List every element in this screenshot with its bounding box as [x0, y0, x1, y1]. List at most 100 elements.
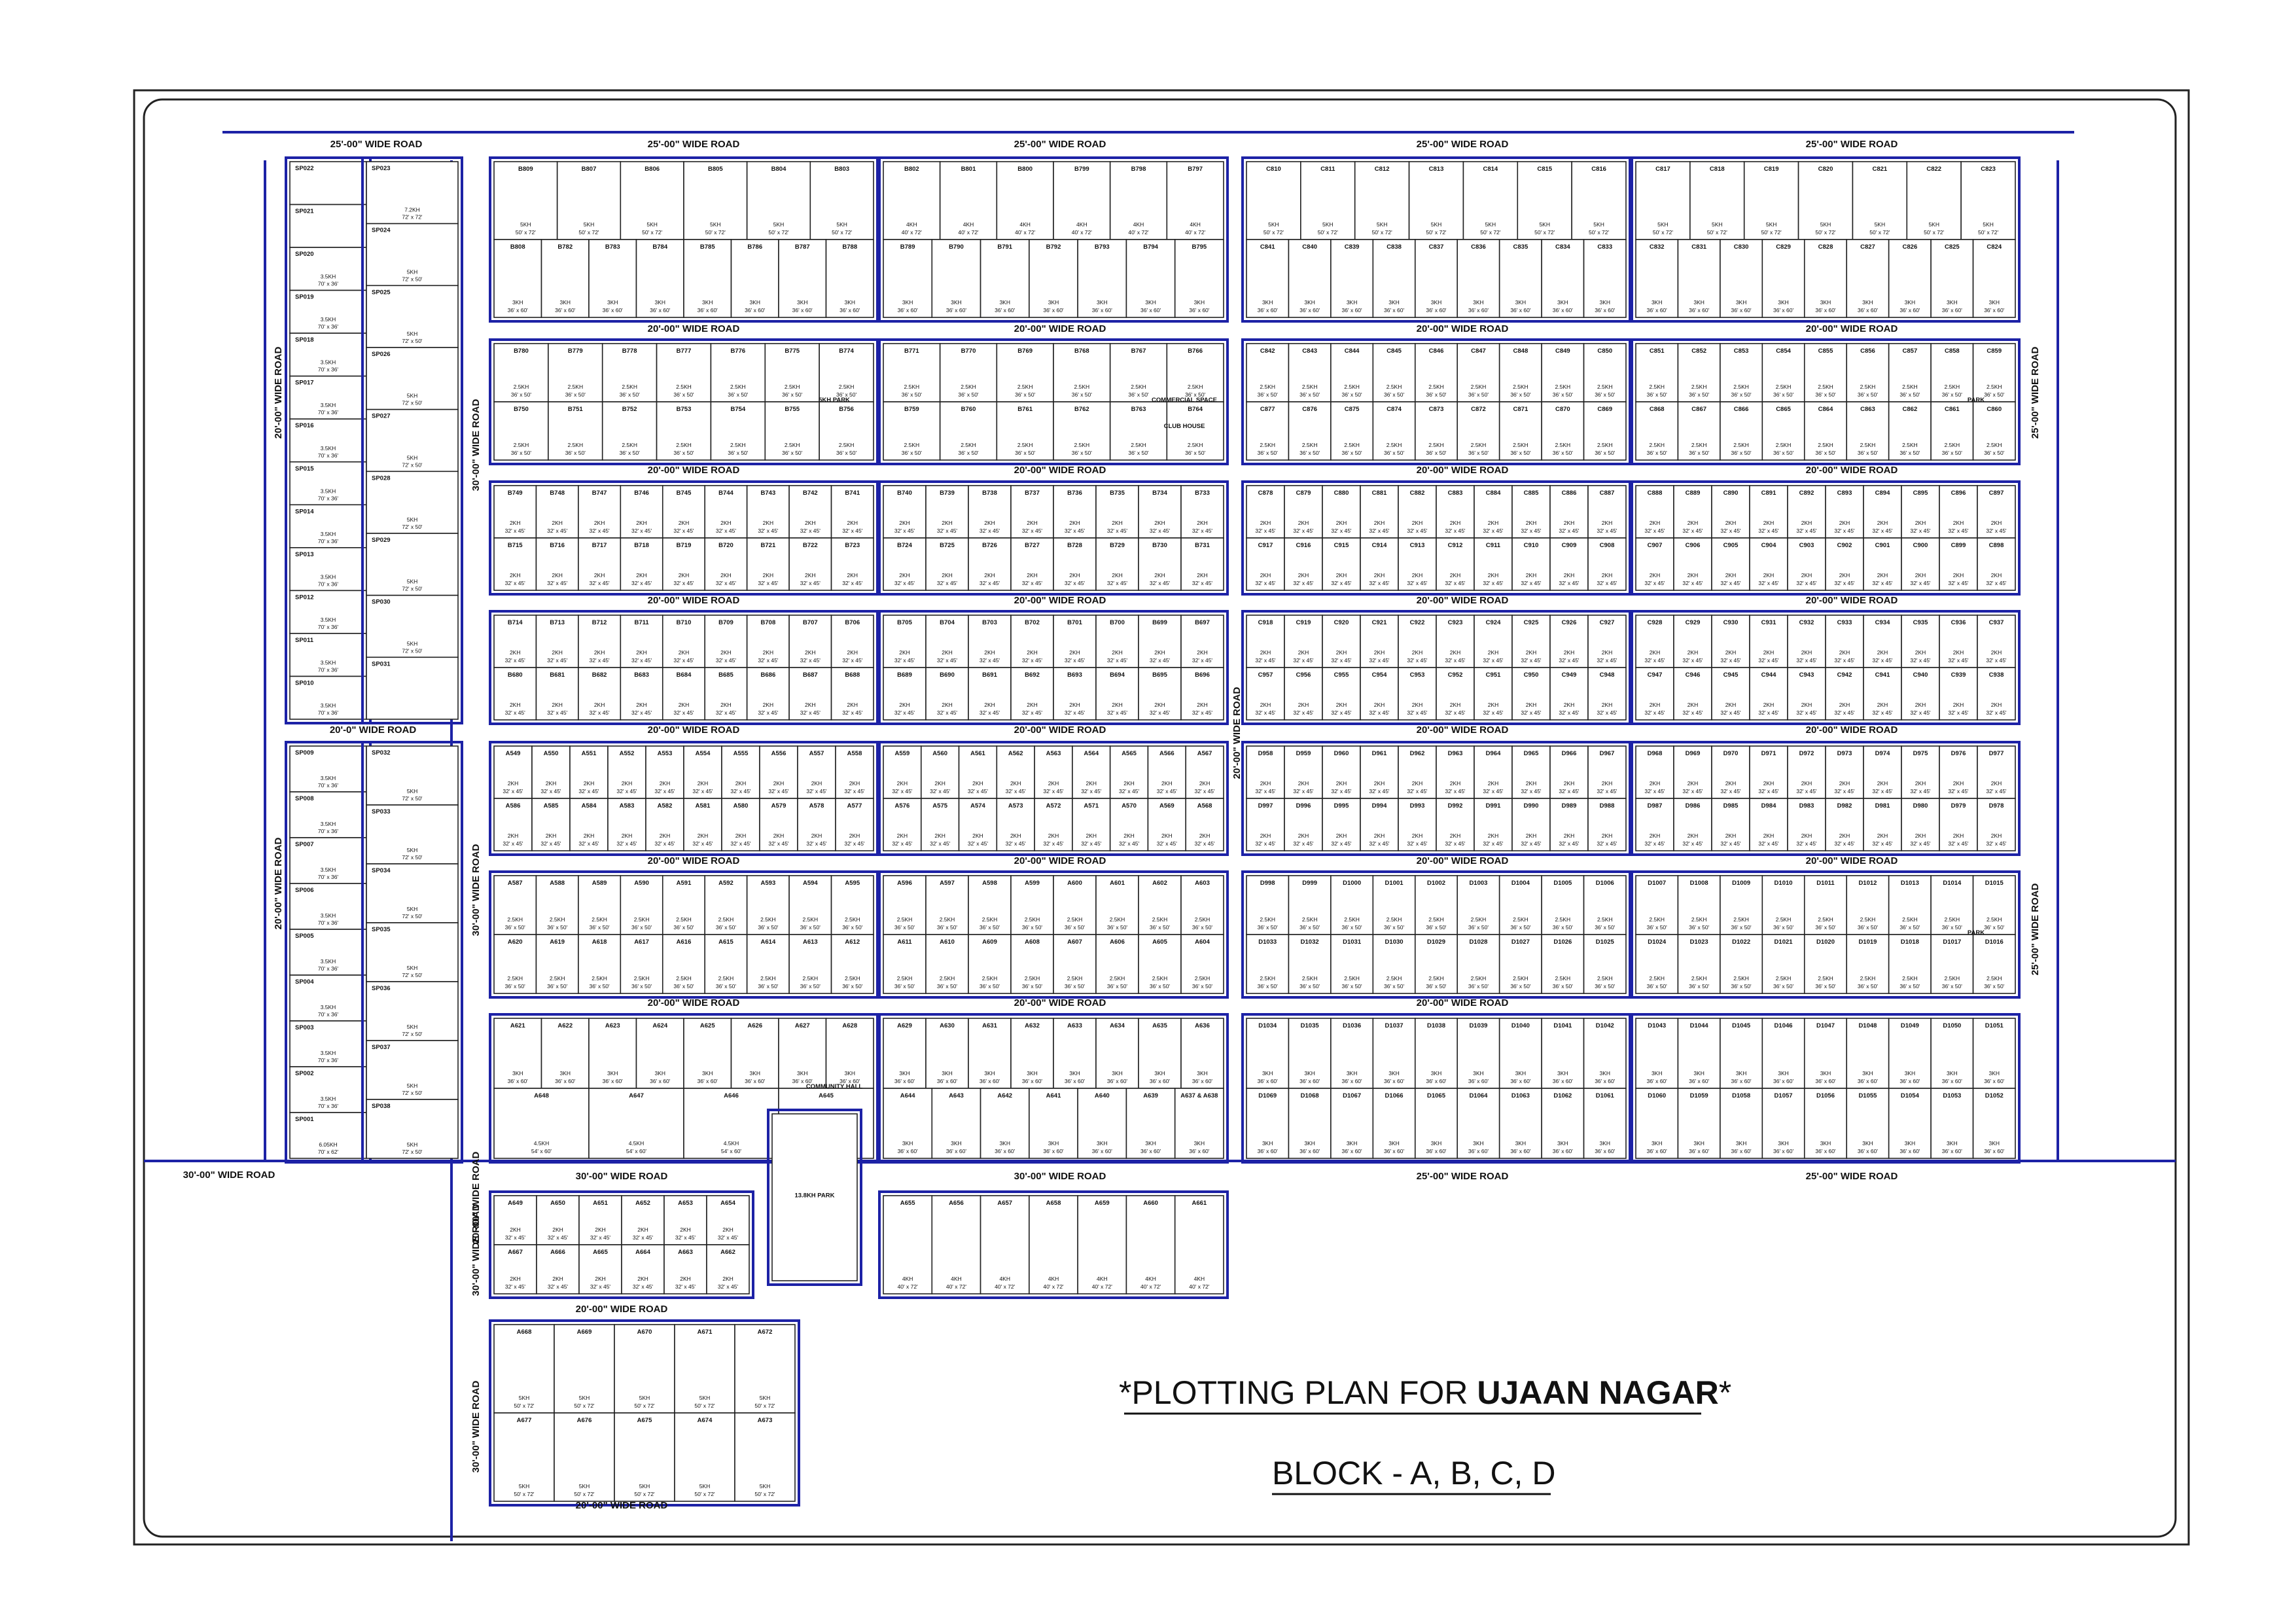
plot-dimension: 36' x 60' [1258, 1148, 1279, 1154]
plot-id: SP033 [372, 808, 391, 815]
plot-cell [1541, 934, 1585, 994]
plot-size: 2KH [1112, 649, 1123, 656]
plot-cell [1322, 745, 1361, 799]
plot-size: 3KH [1388, 1140, 1400, 1147]
plot-size: 2.5KH [1195, 975, 1210, 982]
plot-id: D1066 [1385, 1092, 1404, 1099]
plot-dimension: 40' x 72' [1015, 229, 1036, 236]
plot-size: 2KH [1839, 572, 1850, 579]
plot-id: B749 [508, 490, 523, 497]
plot-id: D990 [1524, 802, 1539, 810]
plot-size: 2KH [811, 832, 822, 839]
plot-id: A665 [593, 1249, 608, 1256]
plot-dimension: 32' x 45' [1682, 527, 1703, 534]
plot-size: 2KH [1953, 649, 1964, 656]
plot-size: 4KH [902, 1275, 913, 1282]
plot-size: 2KH [934, 832, 945, 839]
plot-size: 3KH [1600, 1070, 1611, 1077]
plot-id: D1008 [1690, 880, 1708, 887]
plot-cell [1863, 615, 1902, 668]
plot-cell [607, 745, 646, 799]
plot-id: B807 [582, 166, 597, 173]
plot-dimension: 32' x 45' [1682, 709, 1703, 716]
plot-size: 5KH [407, 906, 418, 912]
plot-id: C859 [1987, 348, 2002, 355]
plot-size: 2.5KH [514, 383, 529, 390]
plot-dimension: 36' x 60' [698, 307, 718, 313]
plot-dimension: 32' x 45' [1192, 527, 1213, 534]
plot-size: 2KH [1602, 780, 1613, 787]
plot-cell [1541, 239, 1585, 318]
plot-dimension: 32' x 45' [842, 709, 863, 716]
plot-size: 3KH [942, 1070, 953, 1077]
plot-id: C825 [1945, 243, 1960, 251]
road-label: 20'-00" WIDE ROAD [648, 724, 740, 736]
plot-size: 2KH [722, 1275, 733, 1282]
plot-size: 2KH [1526, 832, 1537, 839]
plot-cell [1888, 875, 1932, 935]
road-label: 20'-00" WIDE ROAD [576, 1500, 668, 1511]
plot-cell [1322, 667, 1361, 721]
block-border [489, 1319, 800, 1507]
plot-id: B809 [518, 166, 533, 173]
plot-size: 2.5KH [1513, 975, 1528, 982]
plot-dimension: 32' x 45' [718, 1283, 739, 1290]
plot-cell [540, 239, 590, 318]
plot-cell [493, 1088, 590, 1159]
plot-dimension: 36' x 50' [1773, 983, 1794, 990]
plot-cell [1511, 667, 1551, 721]
plot-size: 2KH [584, 780, 595, 787]
plot-id: C827 [1860, 243, 1875, 251]
plot-cell [931, 1195, 981, 1294]
plot-size: 2.5KH [1260, 975, 1275, 982]
plot-size: 2.5KH [1597, 975, 1613, 982]
plot-dimension: 32' x 45' [1597, 657, 1617, 664]
plot-id: B693 [1067, 671, 1082, 679]
plot-id: C812 [1375, 166, 1390, 173]
plot-dimension: 40' x 72' [1140, 1283, 1161, 1290]
plot-id: D1067 [1343, 1092, 1361, 1099]
plot-size: 4KH [1097, 1275, 1108, 1282]
plot-dimension: 32' x 45' [1948, 788, 1969, 794]
title-group: *PLOTTING PLAN FOR UJAAN NAGAR* BLOCK - … [1119, 1374, 1731, 1495]
plot-size: 2.5KH [1513, 383, 1528, 390]
plot-dimension: 36' x 50' [505, 924, 526, 931]
plot-dimension: 50' x 72' [514, 1491, 535, 1497]
plot-dimension: 32' x 45' [505, 1234, 526, 1241]
plot-size: 2KH [1488, 572, 1499, 579]
plot-id: B720 [718, 542, 733, 549]
plot-id: A595 [845, 880, 860, 887]
plot-cell [1972, 1088, 2016, 1159]
plot-cell [1330, 875, 1374, 935]
plot-id: C939 [1951, 671, 1966, 679]
plot-cell [366, 471, 459, 534]
plot-dimension: 36' x 60' [1815, 307, 1836, 313]
plot-dimension: 32' x 45' [1872, 788, 1893, 794]
plot-size: 3.5KH [321, 1096, 336, 1102]
plot-size: 2KH [1915, 572, 1926, 579]
plot-dimension: 32' x 45' [1796, 788, 1817, 794]
plot-cell [704, 667, 748, 721]
plot-cell [1109, 343, 1168, 402]
plot-id: A582 [658, 802, 673, 810]
plot-id: SP005 [295, 933, 314, 940]
plot-dimension: 32' x 45' [1597, 840, 1617, 847]
plot-id: D1044 [1690, 1022, 1709, 1029]
road-label: 20'-00" WIDE ROAD [1231, 687, 1243, 779]
plot-id: A562 [1008, 750, 1023, 757]
plot-cell [1541, 875, 1585, 935]
plot-cell [289, 929, 367, 976]
plot-dimension: 36' x 50' [1510, 391, 1531, 398]
plot-size: 3KH [1820, 299, 1831, 306]
plot-dimension: 40' x 72' [1189, 1283, 1210, 1290]
plot-size: 3.5KH [321, 775, 336, 781]
plot-size: 2KH [1374, 649, 1385, 656]
plot-dimension: 32' x 45' [1255, 657, 1276, 664]
block-annotation: 13.8KH PARK [794, 1192, 834, 1200]
plot-size: 2.5KH [785, 442, 800, 448]
plot-dimension: 36' x 50' [894, 983, 915, 990]
